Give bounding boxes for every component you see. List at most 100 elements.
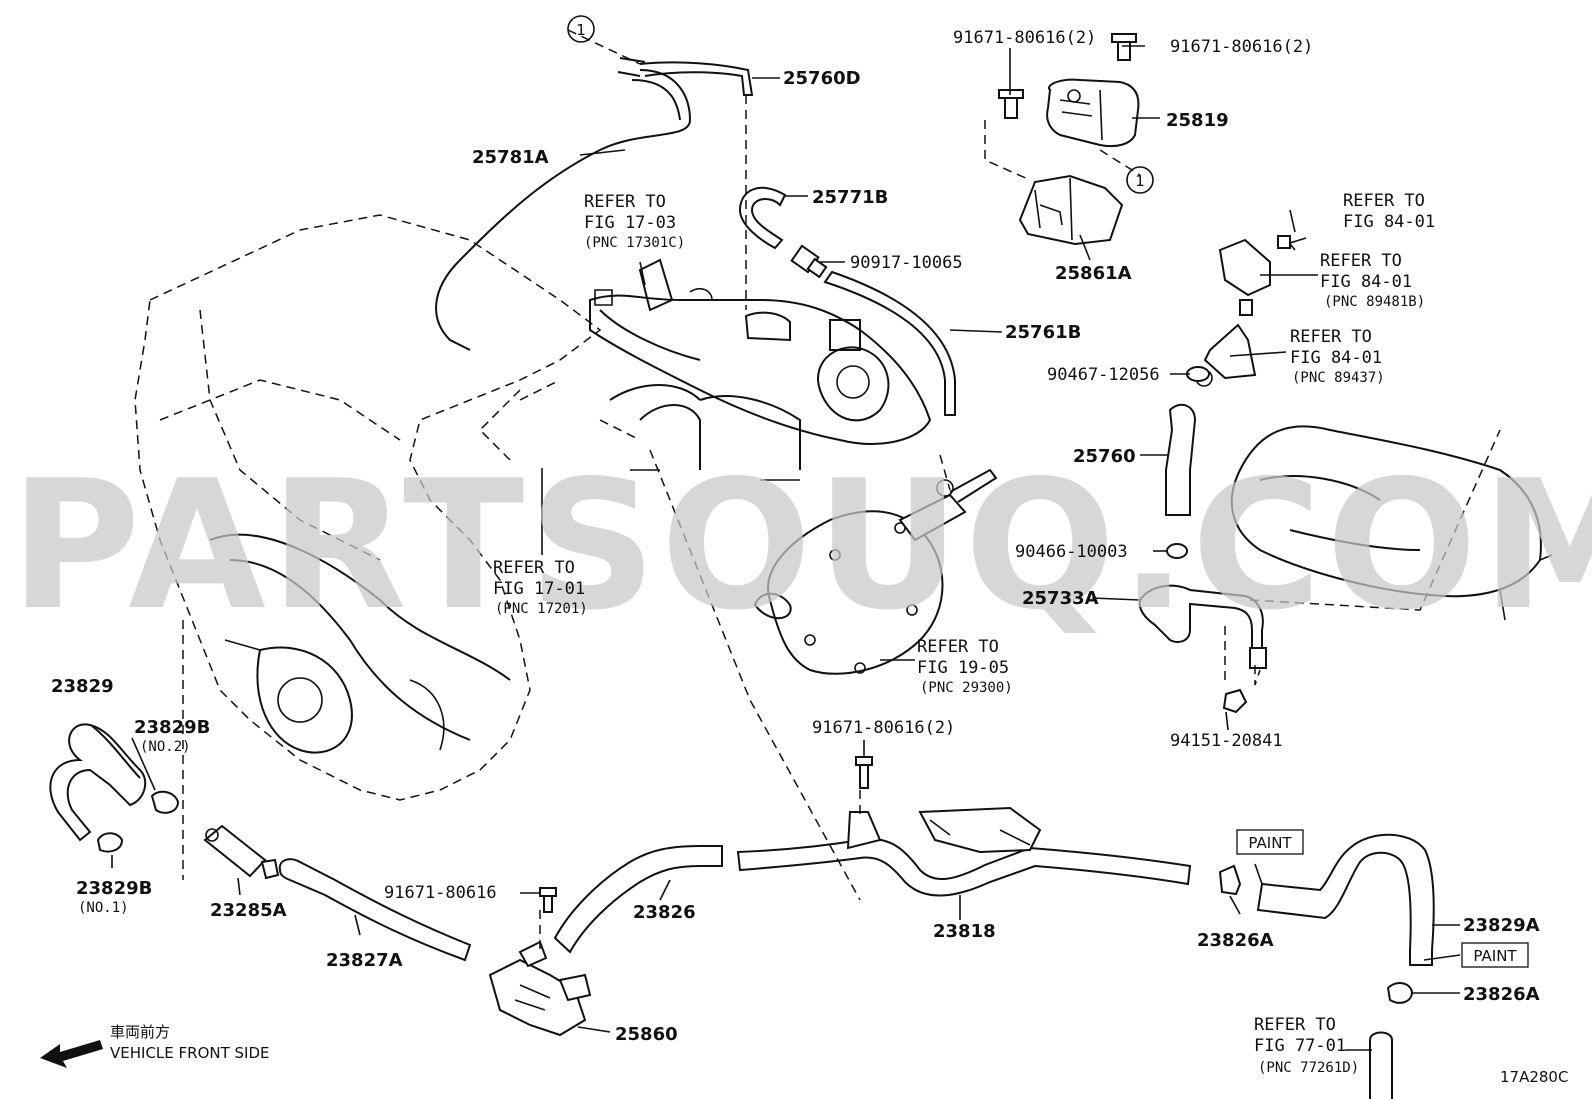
part-label-25771b[interactable]: 25771B xyxy=(812,187,888,208)
callout-marker-top: 1 xyxy=(567,15,595,43)
reference-fig-17-03[interactable]: REFER TO FIG 17-03 (PNC 17301C) xyxy=(584,192,685,251)
reference-fig-17-01[interactable]: REFER TO FIG 17-01 (PNC 17201) xyxy=(493,558,588,617)
vacuum-pump xyxy=(753,468,998,675)
svg-text:FIG 17-01: FIG 17-01 xyxy=(493,579,585,599)
svg-text:FIG 17-03: FIG 17-03 xyxy=(584,213,676,233)
svg-text:1: 1 xyxy=(576,21,586,39)
paint-label-2: PAINT xyxy=(1461,942,1529,968)
hose-23826 xyxy=(553,845,723,954)
part-label-90917-10065[interactable]: 90917-10065 xyxy=(850,253,963,273)
svg-text:FIG 77-01: FIG 77-01 xyxy=(1254,1036,1346,1056)
part-label-23829b-no1[interactable]: 23829B xyxy=(76,878,152,899)
vehicle-front-indicator: 車両前方 VEHICLE FRONT SIDE xyxy=(40,1023,270,1068)
svg-text:(PNC 89437): (PNC 89437) xyxy=(1292,370,1385,386)
part-label-94151-20841[interactable]: 94151-20841 xyxy=(1170,731,1283,751)
hose-23829a xyxy=(1256,833,1435,966)
svg-text:REFER TO: REFER TO xyxy=(917,637,999,657)
part-label-23829a[interactable]: 23829A xyxy=(1463,915,1540,936)
orientation-japanese: 車両前方 xyxy=(110,1023,170,1041)
svg-text:REFER TO: REFER TO xyxy=(1320,251,1402,271)
svg-text:(PNC 17201): (PNC 17201) xyxy=(495,601,588,617)
svg-text:FIG 84-01: FIG 84-01 xyxy=(1290,348,1382,368)
part-label-91671-80616-b[interactable]: 91671-80616(2) xyxy=(1170,37,1313,57)
pressure-sensor xyxy=(1195,235,1307,387)
diagram-code: 17A280C xyxy=(1500,1068,1568,1086)
part-label-25861a[interactable]: 25861A xyxy=(1055,263,1132,284)
orientation-english: VEHICLE FRONT SIDE xyxy=(110,1044,270,1062)
intake-manifold xyxy=(519,258,932,481)
hose-25781a xyxy=(435,69,692,351)
part-label-90466-10003[interactable]: 90466-10003 xyxy=(1015,542,1128,562)
svg-text:1: 1 xyxy=(1135,172,1145,190)
svg-text:REFER TO: REFER TO xyxy=(1290,327,1372,347)
hose-25761b xyxy=(823,270,956,416)
part-label-25781a[interactable]: 25781A xyxy=(472,147,549,168)
svg-text:REFER TO: REFER TO xyxy=(1254,1015,1336,1035)
svg-text:PAINT: PAINT xyxy=(1248,834,1292,852)
pipe-23818 xyxy=(736,838,1192,897)
arrow-left-icon xyxy=(40,1040,103,1068)
hose-23827a xyxy=(278,858,472,962)
valve-23285a xyxy=(203,824,280,880)
hose-23829 xyxy=(49,723,147,842)
part-label-23285a[interactable]: 23285A xyxy=(210,900,287,921)
solenoid-25819 xyxy=(998,33,1140,148)
svg-text:FIG 84-01: FIG 84-01 xyxy=(1320,272,1412,292)
part-label-23826a-2[interactable]: 23826A xyxy=(1463,984,1540,1005)
part-note-no2: (NO.2) xyxy=(140,739,191,755)
clip-90467 xyxy=(1186,366,1210,382)
svg-text:REFER TO: REFER TO xyxy=(493,558,575,578)
reference-fig-84-01-b[interactable]: REFER TO FIG 84-01 (PNC 89481B) xyxy=(1320,251,1425,310)
svg-text:(PNC 77261D): (PNC 77261D) xyxy=(1258,1060,1359,1076)
part-note-no1: (NO.1) xyxy=(78,900,129,916)
clamp-23826a-2 xyxy=(1386,982,1414,1004)
bracket-25861a xyxy=(1018,174,1124,246)
part-label-23829[interactable]: 23829 xyxy=(51,676,114,697)
clamp-23826a-1 xyxy=(1218,864,1242,896)
part-label-25760[interactable]: 25760 xyxy=(1073,446,1136,467)
reference-fig-19-05[interactable]: REFER TO FIG 19-05 (PNC 29300) xyxy=(917,637,1013,696)
part-label-91671-80616-c[interactable]: 91671-80616 xyxy=(384,883,497,903)
part-label-25860[interactable]: 25860 xyxy=(615,1024,678,1045)
part-label-91671-80616-d[interactable]: 91671-80616(2) xyxy=(812,718,955,738)
part-label-23829b-no2[interactable]: 23829B xyxy=(134,717,210,738)
leader-lines xyxy=(111,45,1461,1051)
part-label-23818[interactable]: 23818 xyxy=(933,921,996,942)
dashed-connectors xyxy=(182,29,1261,955)
hose-25771b xyxy=(738,186,787,250)
part-label-25761b[interactable]: 25761B xyxy=(1005,322,1081,343)
svg-text:(PNC 89481B): (PNC 89481B) xyxy=(1324,294,1425,310)
hose-25760d xyxy=(639,61,754,96)
paint-label-1: PAINT xyxy=(1236,829,1304,855)
callout-marker-right: 1 xyxy=(1126,166,1154,194)
bolt-91671d xyxy=(855,756,873,789)
reference-fig-84-01-c[interactable]: REFER TO FIG 84-01 (PNC 89437) xyxy=(1290,327,1385,386)
part-label-25760d[interactable]: 25760D xyxy=(783,68,861,89)
part-label-25819[interactable]: 25819 xyxy=(1166,110,1229,131)
reference-fig-84-01-a[interactable]: REFER TO FIG 84-01 xyxy=(1343,191,1435,232)
svg-text:(PNC 29300): (PNC 29300) xyxy=(920,680,1013,696)
part-label-23826a-1[interactable]: 23826A xyxy=(1197,930,1274,951)
svg-text:REFER TO: REFER TO xyxy=(584,192,666,212)
hose-77-01 xyxy=(1369,1031,1393,1099)
engine-block-outline xyxy=(134,214,602,801)
part-label-25733a[interactable]: 25733A xyxy=(1022,588,1099,609)
reference-labels: REFER TO FIG 17-03 (PNC 17301C) REFER TO… xyxy=(493,191,1435,1076)
clamp-23829b-no2 xyxy=(150,790,180,814)
part-label-23827a[interactable]: 23827A xyxy=(326,950,403,971)
part-label-23826[interactable]: 23826 xyxy=(633,902,696,923)
pipe-25733a xyxy=(1138,584,1264,651)
svg-text:REFER TO: REFER TO xyxy=(1343,191,1425,211)
svg-text:FIG 19-05: FIG 19-05 xyxy=(917,658,1009,678)
part-label-90467-12056[interactable]: 90467-12056 xyxy=(1047,365,1160,385)
hose-25760 xyxy=(1165,403,1197,516)
part-label-91671-80616-a[interactable]: 91671-80616(2) xyxy=(953,28,1096,48)
reference-fig-77-01[interactable]: REFER TO FIG 77-01 (PNC 77261D) xyxy=(1254,1015,1359,1076)
right-housing xyxy=(1230,425,1553,621)
bolt-91671c xyxy=(539,887,557,913)
part-labels: 25760D 25781A 25771B 90917-10065 25761B … xyxy=(51,28,1540,1045)
valve-90917 xyxy=(790,244,828,279)
nut-94151 xyxy=(1222,688,1248,714)
clamp-23829b-no1 xyxy=(96,832,124,853)
